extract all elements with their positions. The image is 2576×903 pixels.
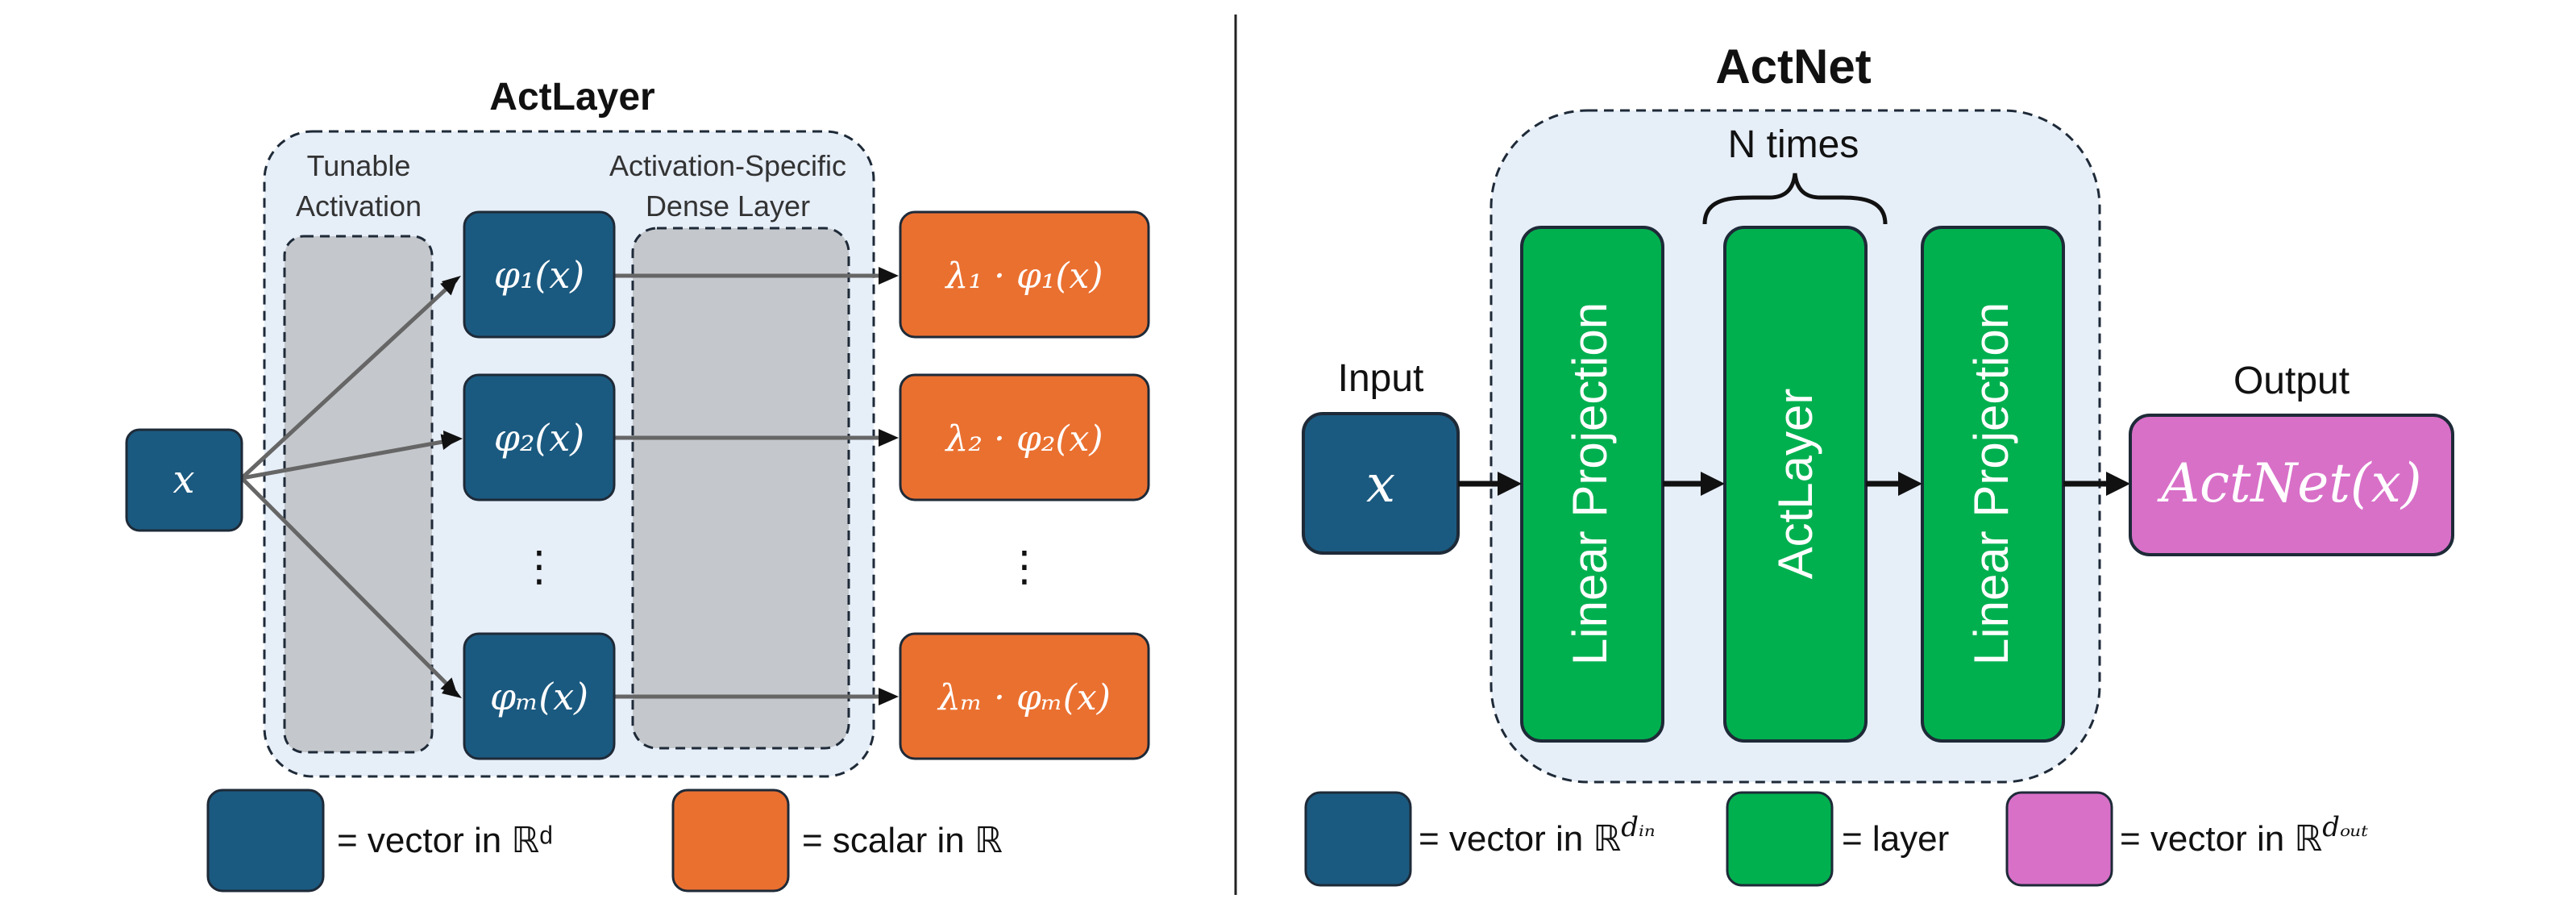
input-x-label: x	[172, 457, 194, 502]
n-times-brace	[1702, 173, 1888, 225]
legend-vector-out-sup: dₒᵤₜ	[2322, 811, 2368, 843]
dense-label-line2: Dense Layer	[646, 189, 810, 223]
scalar-square-icon	[671, 789, 790, 893]
tunable-label-line1: Tunable	[307, 149, 411, 182]
arrowhead-to-actlayer	[1701, 472, 1725, 496]
phi2-box	[463, 373, 616, 501]
arrowhead-to-lp2	[1898, 472, 1922, 496]
actlayer-panel: ActLayer Tunable Activation Activation-S…	[125, 76, 1150, 893]
arrow-x-to-phi1	[240, 278, 458, 480]
vector-out-square-icon	[2005, 791, 2113, 887]
legend-vector-in-text: = vector in ℝ	[1419, 819, 1621, 859]
legend-scalar-label: = scalar in ℝ	[802, 821, 1003, 860]
arrow-x-to-phim	[240, 476, 458, 695]
actnet-panel: ActNet N times Input x Linear Projection…	[1302, 40, 2454, 887]
phim-label: φₘ(x)	[490, 675, 588, 718]
out1-label: λ₁ · φ₁(x)	[944, 256, 1103, 297]
actlayer-label: ActLayer	[1768, 389, 1822, 580]
actnet-input-var: x	[1366, 455, 1395, 514]
legend-vector-label: = vector in ℝᵈ	[337, 821, 553, 860]
arrowhead-out1	[879, 267, 899, 285]
layer-square-icon	[1726, 791, 1834, 887]
tunable-label-line2: Activation	[296, 189, 422, 223]
phim-box	[463, 632, 616, 760]
out1-box	[899, 210, 1150, 339]
vector-square-icon	[206, 789, 325, 893]
legend-vector-in-label: = vector in ℝdᵢₙ	[1419, 811, 1656, 859]
dense-label-line1: Activation-Specific	[609, 149, 846, 182]
n-times-label: N times	[1728, 123, 1859, 166]
linear-projection-1-label: Linear Projection	[1563, 302, 1617, 665]
actnet-title: ActNet	[1715, 40, 1871, 94]
legend-layer-label: = layer	[1842, 819, 1949, 859]
phi-ellipsis: ⋮	[518, 543, 560, 590]
actnet-output-text: ActNet(x)	[2156, 452, 2421, 514]
linear-projection-2-label: Linear Projection	[1964, 302, 2018, 665]
out2-label: λ₂ · φ₂(x)	[944, 418, 1103, 460]
phi2-label: φ₂(x)	[494, 416, 584, 460]
outm-box	[899, 632, 1150, 760]
tunable-activation-box	[283, 235, 434, 754]
legend-vector-out-text: = vector in ℝ	[2120, 819, 2322, 859]
arrowhead-to-lp1	[1498, 472, 1522, 496]
out-ellipsis: ⋮	[1003, 543, 1045, 590]
outm-label: λₘ · φₘ(x)	[937, 677, 1111, 718]
actlayer-title: ActLayer	[489, 76, 654, 119]
arrow-x-to-phi2	[241, 434, 458, 481]
actnet-output-box	[2129, 414, 2454, 556]
legend-vector-out-label: = vector in ℝdₒᵤₜ	[2120, 811, 2369, 859]
arrowhead-phi2	[443, 431, 463, 447]
input-label: Input	[1338, 357, 1424, 400]
arrowhead-outm	[879, 688, 899, 705]
legend-vector-in-sup: dᵢₙ	[1621, 811, 1655, 843]
phi1-box	[463, 210, 616, 339]
out2-box	[899, 373, 1150, 501]
arrowhead-to-output	[2106, 472, 2130, 496]
vector-in-square-icon	[1304, 791, 1412, 887]
phi1-label: φ₁(x)	[494, 253, 584, 297]
dense-layer-box	[631, 227, 850, 750]
arrowhead-out2	[879, 429, 899, 447]
input-x-box	[125, 428, 243, 532]
arrowhead-phim	[442, 682, 462, 698]
arrowhead-phi1	[442, 276, 461, 292]
output-label: Output	[2233, 360, 2350, 402]
